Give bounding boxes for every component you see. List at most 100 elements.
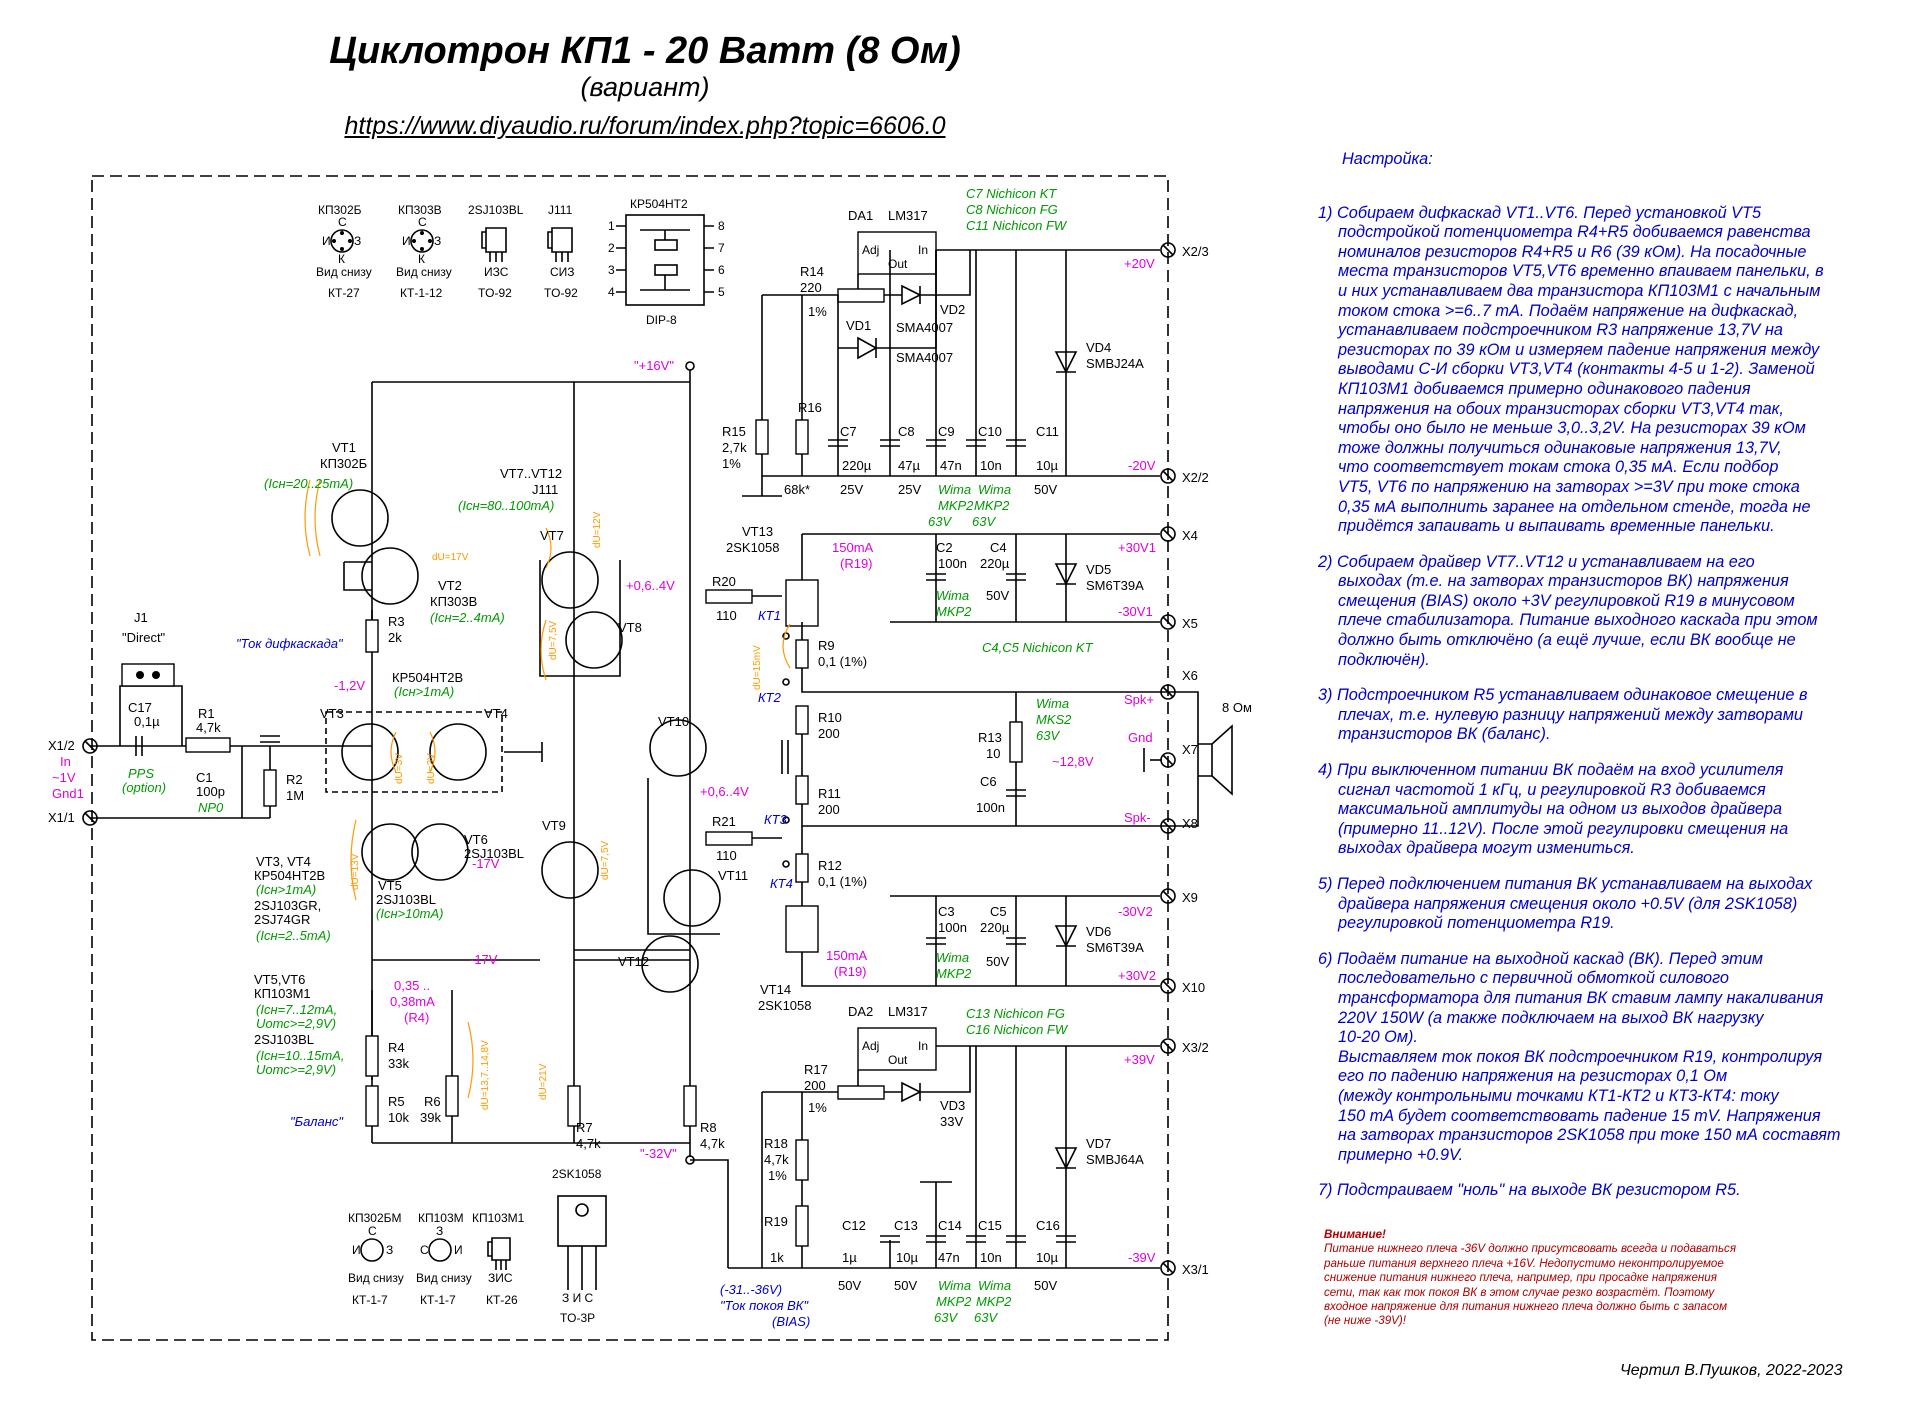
- r9-value: 0,1 (1%): [818, 654, 867, 669]
- output-stage: [705, 533, 1233, 987]
- svg-text:С: С: [418, 215, 427, 229]
- c17-pps: PPS: [128, 766, 154, 781]
- bias-current-label[interactable]: "Ток покоя ВК": [720, 1298, 809, 1313]
- c7-label: C7: [840, 424, 857, 439]
- note-line: КП103М1 добиваемся примерно одинакового …: [1338, 379, 1751, 398]
- c13-note: C13 Nichicon FG: [966, 1006, 1065, 1021]
- vt7-12-type: J111: [532, 482, 558, 497]
- terminal-x7[interactable]: X7: [1182, 742, 1198, 757]
- c11-voltage: 50V: [1034, 482, 1057, 497]
- c1-type: NP0: [198, 800, 224, 815]
- terminal-x9[interactable]: X9: [1182, 890, 1198, 905]
- bias-label: (BIAS): [772, 1314, 810, 1329]
- r3-value: 2k: [388, 630, 402, 645]
- svg-text:Вид снизу: Вид снизу: [348, 1271, 404, 1285]
- svg-text:С: С: [368, 1224, 377, 1238]
- terminal-x12[interactable]: X1/2: [48, 738, 75, 753]
- note-line: транзисторов ВК (баланс).: [1338, 725, 1551, 744]
- note-line: (между контрольными точками КТ1-КТ2 и КТ…: [1338, 1086, 1779, 1105]
- c2-value: 100n: [938, 556, 967, 571]
- board-outline: [91, 175, 1169, 1341]
- rail-minus12: -1,2V: [334, 678, 365, 693]
- vd7-label: VD7: [1086, 1136, 1111, 1151]
- c15-value: 10n: [980, 1250, 1002, 1265]
- terminal-x5[interactable]: X5: [1182, 616, 1198, 631]
- c6-label: C6: [980, 774, 997, 789]
- vd6-type: SM6T39A: [1086, 940, 1144, 955]
- note-line: 220V 150W (а также подключаем на выход В…: [1338, 1008, 1764, 1027]
- note-line: на затворах транзисторов 2SK1058 при ток…: [1338, 1126, 1841, 1145]
- c10-63v: 63V: [972, 514, 996, 529]
- svg-text:С: С: [338, 215, 347, 229]
- c3-value: 100n: [938, 920, 967, 935]
- da2-in: In: [918, 1039, 928, 1053]
- r1-value: 4,7k: [196, 720, 221, 735]
- terminal-x22[interactable]: X2/2: [1182, 470, 1209, 485]
- note-line: 10-20 Ом).: [1338, 1028, 1418, 1047]
- note-line: подключён).: [1338, 650, 1430, 669]
- c4-voltage: 50V: [986, 588, 1009, 603]
- c17-value: 0,1µ: [134, 714, 160, 729]
- rail-minus17a: -17V: [472, 856, 500, 871]
- vd3-type: 33V: [940, 1114, 963, 1129]
- c11-note: C11 Nichicon FW: [966, 218, 1068, 233]
- diff-current-label[interactable]: "Ток дифкаскада": [236, 636, 344, 651]
- da2-type: LM317: [888, 1004, 928, 1019]
- warning-line: сети, так как ток покоя ВК в этом случае…: [1324, 1285, 1715, 1299]
- r10-value: 200: [818, 726, 840, 741]
- setup-notes: Настройка: 1) Собираем дифкаскад VT1..VT…: [1318, 150, 1918, 1217]
- note-line: подстройкой потенциометра R4+R5 добиваем…: [1338, 223, 1811, 242]
- svg-text:КП103М1: КП103М1: [472, 1211, 525, 1225]
- warning-line: снижение питания нижнего плеча, например…: [1324, 1271, 1717, 1285]
- c15-63v: 63V: [974, 1310, 998, 1325]
- note-line: током стока >=6..7 mA. Подаём напряжение…: [1338, 301, 1799, 320]
- r8-label: R8: [700, 1120, 717, 1135]
- vt5-annotation: [350, 819, 357, 901]
- svg-text:КП303В: КП303В: [398, 203, 442, 217]
- du-75v-b: dU=7,5V: [600, 840, 611, 880]
- note-line: 4) При выключенном питании ВК подаём на …: [1318, 761, 1784, 780]
- note-line: сигнал частотой 1 кГц, и регулировкой R3…: [1338, 780, 1766, 799]
- c6-mks2: MKS2: [1036, 712, 1072, 727]
- schematic-subtitle: (вариант): [580, 72, 710, 102]
- balance-label[interactable]: "Баланс": [290, 1114, 344, 1129]
- terminal-x8[interactable]: X8: [1182, 816, 1198, 831]
- c16-voltage: 50V: [1034, 1278, 1057, 1293]
- c6-value: 100n: [976, 800, 1005, 815]
- speaker-impedance: 8 Ом: [1222, 700, 1252, 715]
- r14-value: 220: [800, 280, 822, 295]
- forum-link[interactable]: https://www.diyaudio.ru/forum/index.php?…: [344, 112, 946, 140]
- r17-tol: 1%: [808, 1100, 827, 1115]
- list-vt56-type: КП103М1: [254, 986, 311, 1001]
- svg-text:З: З: [386, 1243, 393, 1257]
- terminal-x10[interactable]: X10: [1182, 980, 1205, 995]
- r18-value: 4,7k: [764, 1152, 789, 1167]
- r15-label: R15: [722, 424, 746, 439]
- terminal-x11[interactable]: X1/1: [48, 810, 75, 825]
- da2-adj: Adj: [862, 1039, 879, 1053]
- terminal-x4[interactable]: X4: [1182, 528, 1198, 543]
- c7-value: 220µ: [842, 458, 872, 473]
- c10-label: C10: [978, 424, 1002, 439]
- note-item: 4) При выключенном питании ВК подаём на …: [1318, 761, 1918, 859]
- terminal-x32[interactable]: X3/2: [1182, 1040, 1209, 1055]
- c8-voltage: 25V: [898, 482, 921, 497]
- terminal-x6[interactable]: X6: [1182, 668, 1198, 683]
- note-line: его по падению напряжения на резисторах …: [1338, 1067, 1728, 1086]
- r12-label: R12: [818, 858, 842, 873]
- svg-text:Вид снизу: Вид снизу: [316, 265, 372, 279]
- r3-label: R3: [388, 614, 405, 629]
- r19-value: 1k: [770, 1250, 784, 1265]
- terminal-x31[interactable]: X3/1: [1182, 1262, 1209, 1277]
- c2-label: C2: [936, 540, 953, 555]
- c12-voltage: 50V: [838, 1278, 861, 1293]
- c6-wima: Wima: [1036, 696, 1069, 711]
- c8-value: 47µ: [898, 458, 920, 473]
- terminal-x23[interactable]: X2/3: [1182, 244, 1209, 259]
- c2-mkp2: MKP2: [936, 604, 972, 619]
- r4-label: R4: [388, 1040, 405, 1055]
- c5-label: C5: [990, 904, 1007, 919]
- svg-text:DIP-8: DIP-8: [646, 313, 677, 327]
- r14-label: R14: [800, 264, 824, 279]
- c5-voltage: 50V: [986, 954, 1009, 969]
